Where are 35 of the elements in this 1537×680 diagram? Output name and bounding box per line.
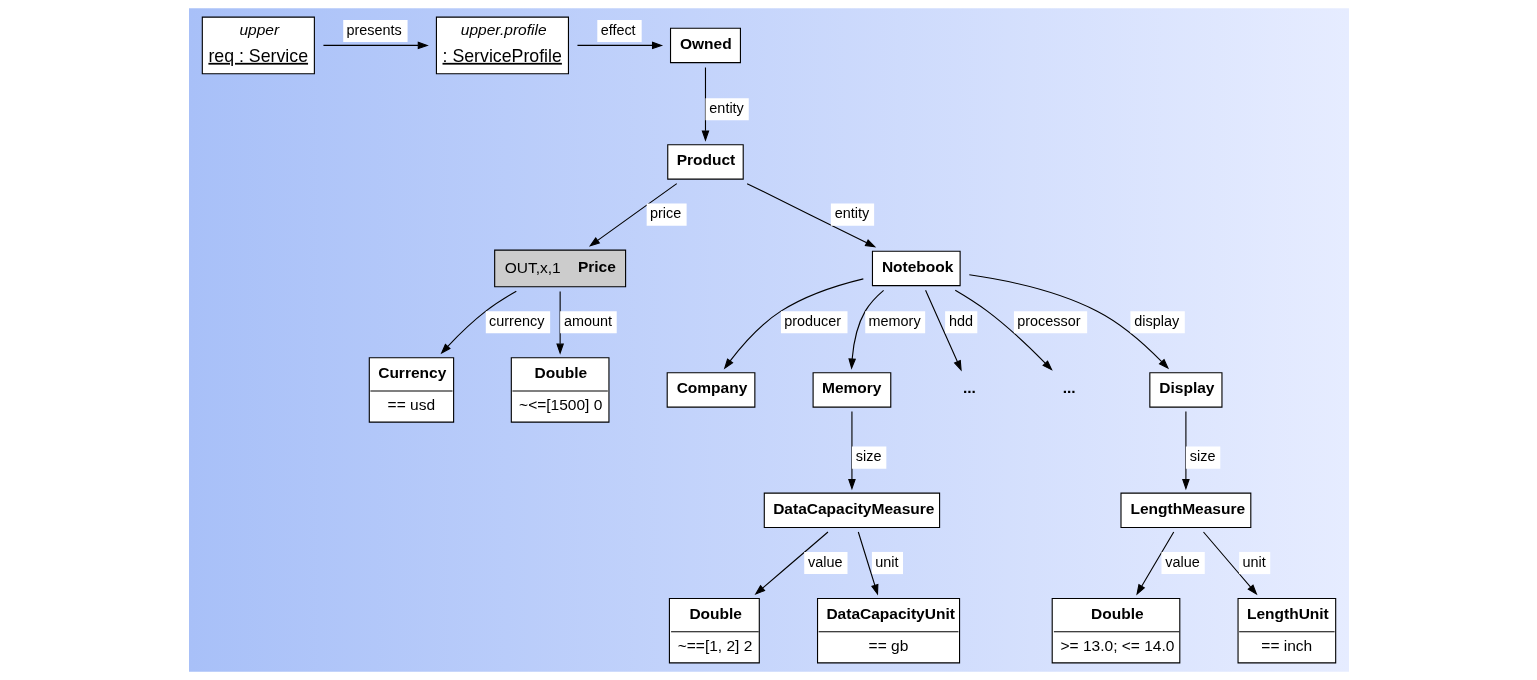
edge-label: unit	[874, 553, 898, 570]
edge-label: presents	[346, 21, 402, 38]
edge-label: hdd	[948, 313, 973, 330]
arrow	[847, 289, 884, 370]
edge-label: effect	[600, 21, 636, 38]
arrow	[847, 411, 856, 491]
edge-label: price	[649, 205, 681, 222]
arrow	[924, 289, 962, 372]
arrow	[954, 289, 1053, 371]
edge-label: entity	[834, 205, 869, 222]
arrow	[968, 274, 1169, 370]
edge-label: size	[855, 448, 881, 465]
arrow	[1181, 411, 1190, 491]
arrow	[857, 531, 878, 596]
edge-label: currency	[488, 313, 544, 330]
edge-label: size	[1189, 448, 1215, 465]
arrow	[576, 41, 663, 50]
node-text: ...	[962, 378, 976, 396]
arrow	[588, 183, 677, 247]
edge-label: entity	[708, 99, 744, 116]
edge-label: amount	[563, 313, 612, 330]
node-text: ...	[1062, 378, 1076, 396]
edge-label: producer	[783, 313, 841, 330]
edge-label: memory	[868, 313, 921, 330]
edge-label: unit	[1241, 553, 1266, 570]
arrow	[754, 531, 829, 596]
edge-label: processor	[1016, 313, 1081, 330]
arrow	[1202, 531, 1258, 596]
edge-label: value	[1164, 553, 1200, 570]
arrow	[322, 41, 429, 50]
edge-label: value	[807, 553, 843, 570]
edge-label: display	[1133, 313, 1179, 330]
arrow	[723, 278, 864, 370]
arrow	[555, 290, 564, 355]
arrow	[1135, 531, 1174, 596]
